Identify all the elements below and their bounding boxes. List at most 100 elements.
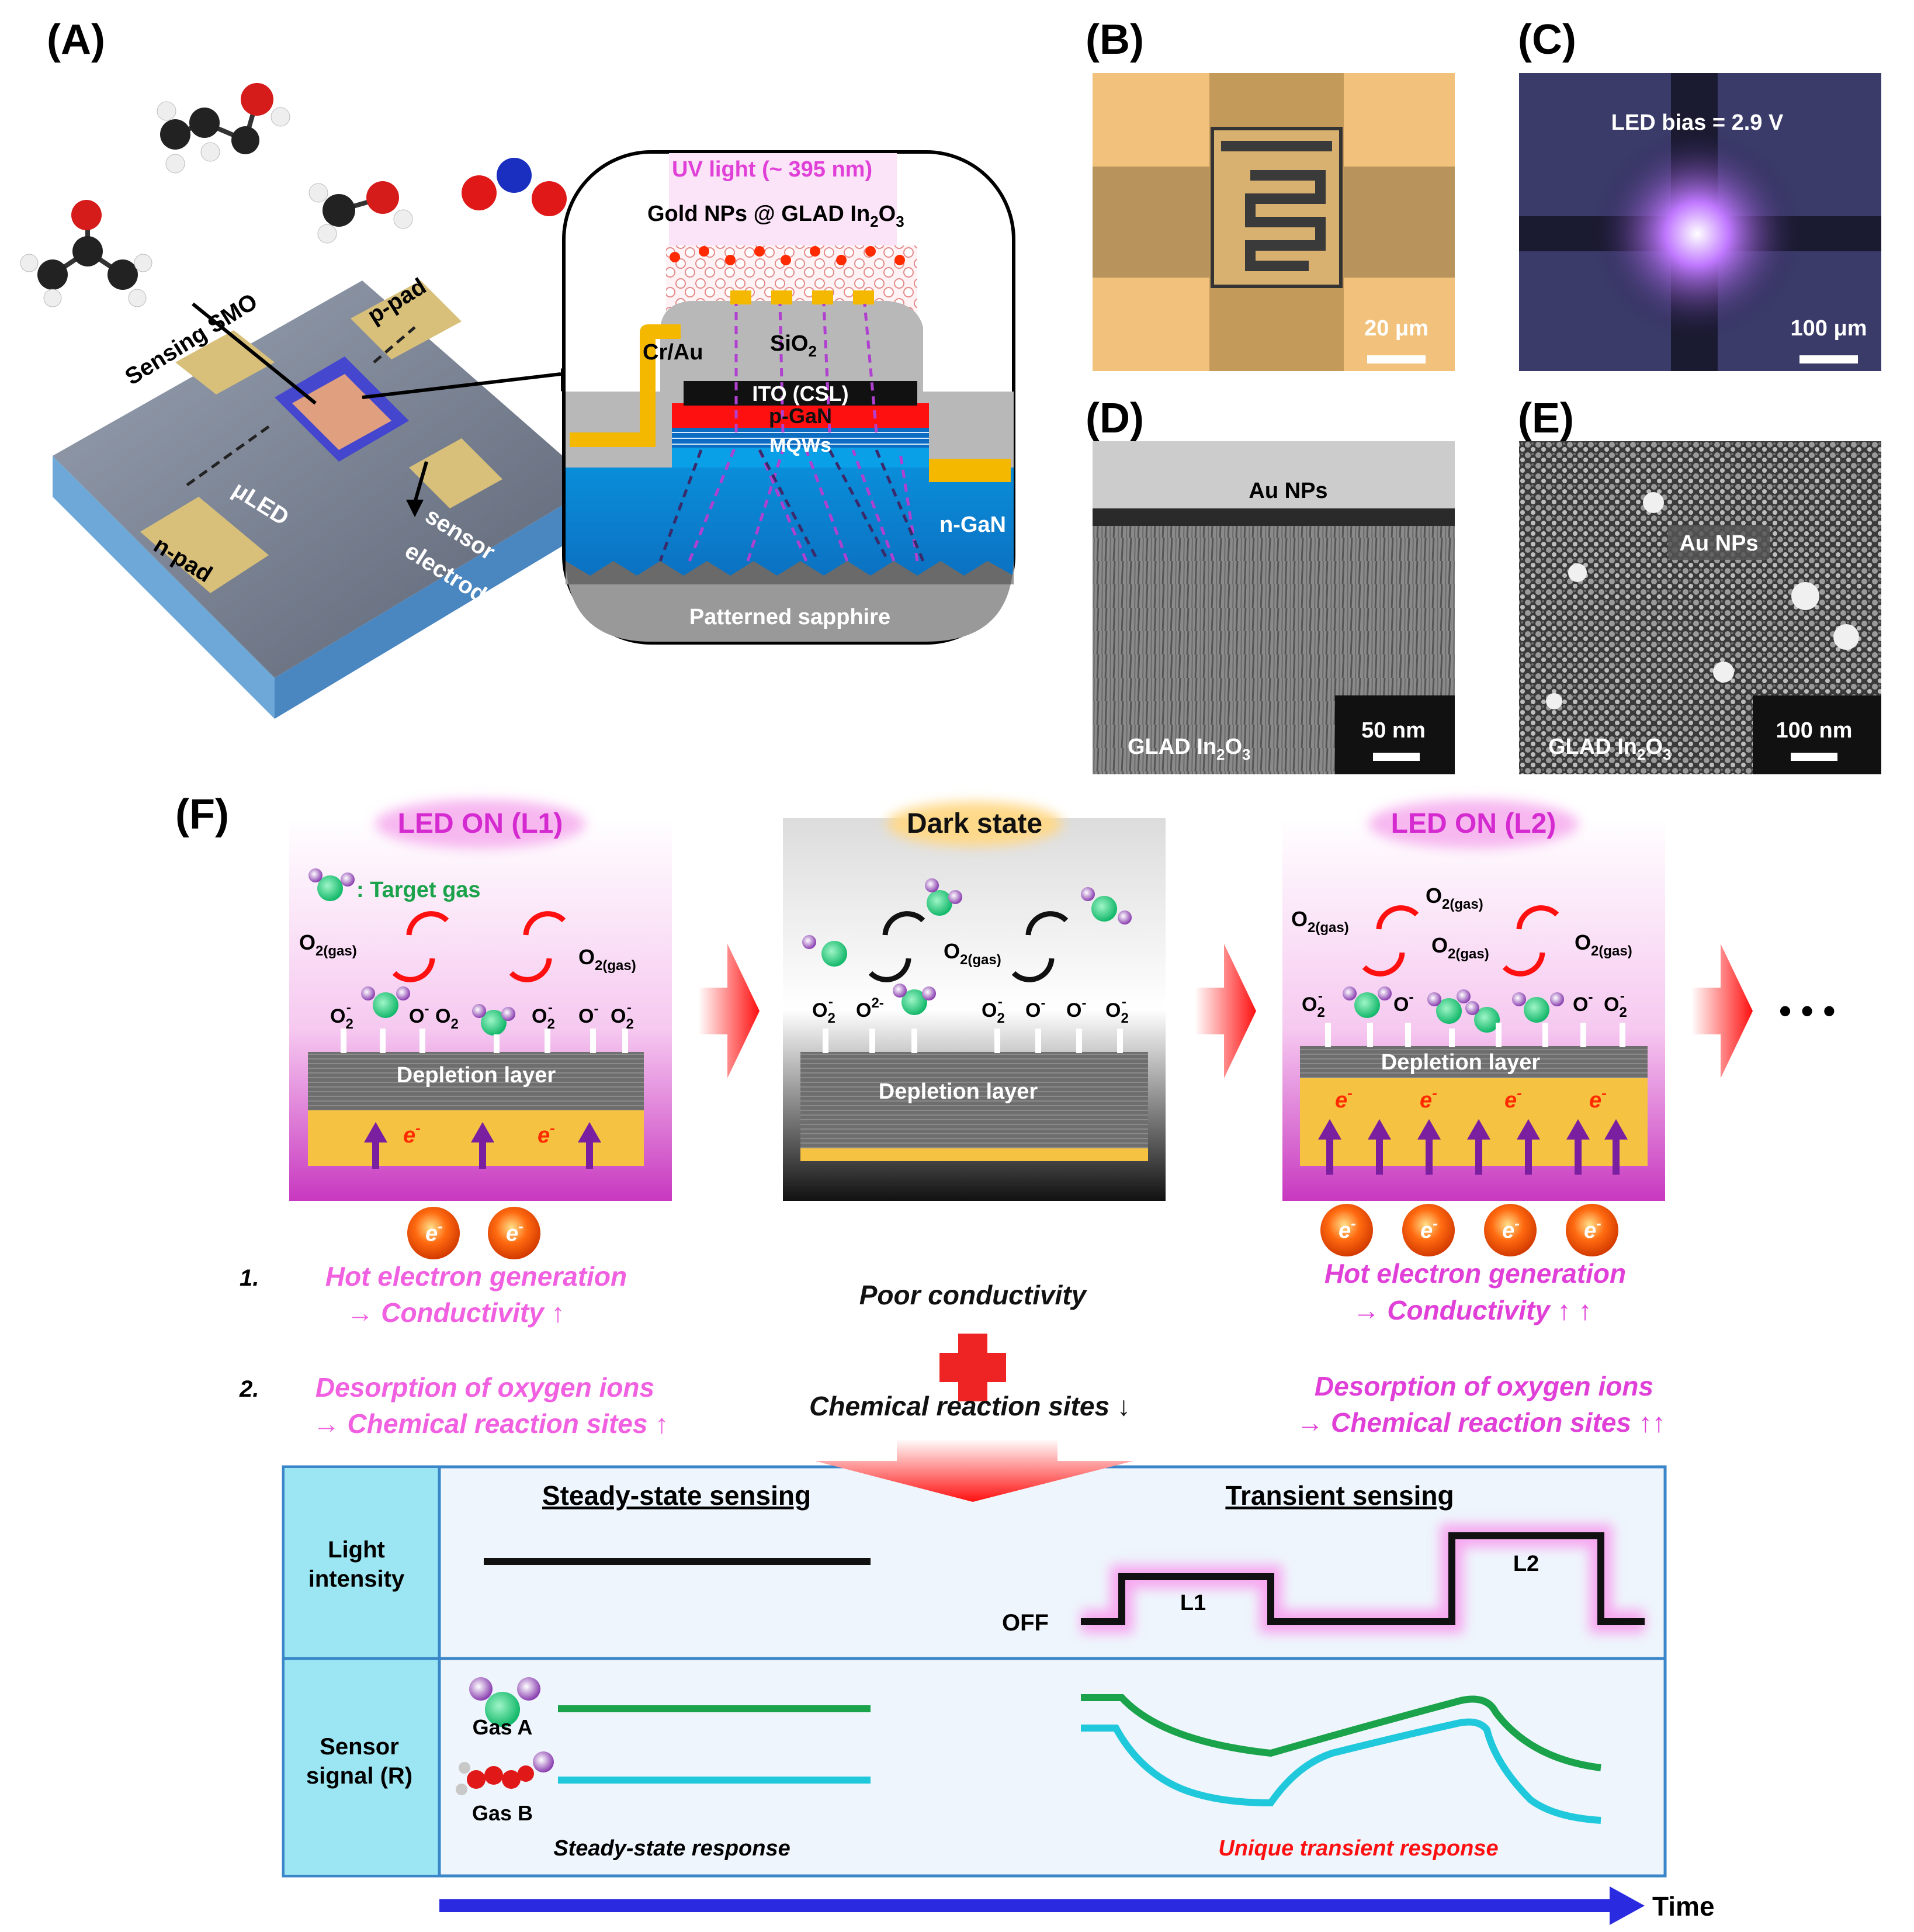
cycle-icons bbox=[392, 905, 1559, 982]
l2-text-2: → Conductivity ↑ ↑ bbox=[1353, 1295, 1592, 1325]
sio2-label: SiO2 bbox=[770, 331, 817, 360]
svg-text:O2-: O2- bbox=[330, 1000, 353, 1032]
time-axis bbox=[439, 1899, 1614, 1912]
led-cross-section bbox=[562, 150, 1015, 645]
svg-text:O2-: O2- bbox=[611, 1000, 634, 1032]
dark-text-2: Chemical reaction sites ↓ bbox=[809, 1391, 1131, 1421]
gas-b-icon bbox=[456, 1751, 554, 1795]
off-label: OFF bbox=[1002, 1610, 1049, 1636]
item-1-number: 1. bbox=[240, 1265, 259, 1291]
svg-text:O2: O2 bbox=[435, 1005, 459, 1032]
o2gas-label: O2(gas) bbox=[1575, 930, 1632, 959]
ellipsis: • • • bbox=[1779, 991, 1835, 1030]
uv-light-label: UV light (~ 395 nm) bbox=[672, 157, 872, 182]
hot-electron-labels: e- e- e- e- e- e- bbox=[425, 1214, 1601, 1246]
row-label-light-2: intensity bbox=[308, 1566, 405, 1592]
item-2-number: 2. bbox=[239, 1376, 259, 1402]
target-gas-molecule-icon bbox=[308, 868, 355, 901]
au-nps-label-e: Au NPs bbox=[1679, 531, 1758, 556]
panel-c-label: (C) bbox=[1518, 16, 1576, 63]
svg-text:e-: e- bbox=[1504, 1084, 1522, 1113]
ito-label: ITO (CSL) bbox=[752, 382, 848, 406]
optical-micrograph-b bbox=[1093, 73, 1455, 371]
time-label: Time bbox=[1652, 1891, 1715, 1921]
panel-e-label: (E) bbox=[1518, 395, 1574, 442]
molecule-icons bbox=[20, 83, 567, 307]
svg-text:e-: e- bbox=[538, 1119, 555, 1148]
svg-text:O2-: O2- bbox=[1604, 988, 1627, 1020]
hot-electron-icons bbox=[407, 1204, 1618, 1259]
led-chip-3d bbox=[53, 281, 596, 719]
l1-text-1: Hot electron generation bbox=[325, 1261, 627, 1292]
svg-text:e-: e- bbox=[1502, 1214, 1520, 1243]
gas-molecules bbox=[361, 878, 1564, 1036]
o2gas-label: O2(gas) bbox=[944, 939, 1001, 968]
svg-text:O-: O- bbox=[1025, 995, 1045, 1022]
l1-text-2: → Conductivity ↑ bbox=[346, 1297, 564, 1328]
svg-text:e-: e- bbox=[1420, 1084, 1437, 1113]
gas-a-icon bbox=[469, 1677, 540, 1727]
svg-text:O-: O- bbox=[578, 1001, 598, 1027]
target-gas-label: : Target gas bbox=[356, 878, 481, 902]
scale-bar-c: 100 μm bbox=[1791, 316, 1867, 341]
steady-state-heading: Steady-state sensing bbox=[542, 1480, 811, 1511]
l2-title: LED ON (L2) bbox=[1391, 808, 1556, 839]
l1-text-4: → Chemical reaction sites ↑ bbox=[313, 1408, 668, 1439]
l2-pulse-label: L2 bbox=[1513, 1552, 1539, 1576]
svg-text:e-: e- bbox=[1335, 1084, 1353, 1113]
svg-text:O2-: O2- bbox=[812, 994, 835, 1026]
led-bias-label: LED bias = 2.9 V bbox=[1611, 110, 1784, 135]
transient-heading: Transient sensing bbox=[1225, 1480, 1454, 1511]
svg-text:e-: e- bbox=[425, 1217, 443, 1246]
svg-text:e-: e- bbox=[1339, 1214, 1356, 1243]
right-arrow-icon bbox=[698, 944, 760, 1078]
right-arrow-icon bbox=[1195, 944, 1256, 1078]
transient-gas-a-trace bbox=[1081, 1694, 1601, 1771]
transient-light-trace bbox=[1081, 1532, 1645, 1625]
row-label-sensor-2: signal (R) bbox=[306, 1763, 412, 1789]
svg-text:O-: O- bbox=[1573, 989, 1593, 1016]
glad-label-d: GLAD In2O3 bbox=[1128, 735, 1250, 763]
l2-text-1: Hot electron generation bbox=[1324, 1258, 1626, 1289]
down-arrow-icon bbox=[815, 1439, 1133, 1502]
o2gas-label: O2(gas) bbox=[299, 930, 357, 959]
glad-label-e: GLAD In2O3 bbox=[1548, 735, 1671, 763]
svg-text:e-: e- bbox=[1584, 1214, 1601, 1243]
scale-bar-e: 100 nm bbox=[1776, 718, 1853, 743]
panel-b-label: (B) bbox=[1086, 16, 1144, 63]
o2gas-label: O2(gas) bbox=[578, 945, 636, 974]
dark-text-1: Poor conductivity bbox=[859, 1280, 1088, 1310]
transient-response-label: Unique transient response bbox=[1218, 1836, 1498, 1861]
time-arrowhead-icon bbox=[1610, 1886, 1645, 1925]
svg-text:O2-: O2- bbox=[1302, 988, 1325, 1020]
svg-text:O2-: O2- bbox=[1105, 994, 1129, 1026]
svg-text:e-: e- bbox=[1420, 1214, 1438, 1243]
panel-f-label: (F) bbox=[175, 791, 229, 838]
comparison-table bbox=[282, 1465, 1667, 1878]
dark-title: Dark state bbox=[907, 808, 1042, 839]
depletion-layer-label: Depletion layer bbox=[879, 1079, 1038, 1104]
panel-d-label: (D) bbox=[1086, 395, 1144, 442]
plus-icon bbox=[939, 1334, 1006, 1401]
led-emission-photo-c bbox=[1519, 73, 1881, 371]
svg-text:O-: O- bbox=[1066, 995, 1086, 1022]
l2-text-4: → Chemical reaction sites ↑↑ bbox=[1296, 1407, 1665, 1438]
cr-au-label: Cr/Au bbox=[643, 340, 703, 365]
svg-text:e-: e- bbox=[506, 1217, 523, 1246]
row-label-sensor-1: Sensor bbox=[320, 1734, 399, 1760]
l1-text-3: Desorption of oxygen ions bbox=[315, 1372, 654, 1403]
o2gas-label: O2(gas) bbox=[1426, 884, 1483, 912]
svg-text:e-: e- bbox=[403, 1119, 421, 1148]
svg-text:O2-: O2- bbox=[982, 994, 1005, 1026]
mqws-label: MQWs bbox=[769, 434, 831, 456]
svg-text:O2-: O2- bbox=[856, 995, 884, 1022]
svg-text:e-: e- bbox=[1589, 1084, 1607, 1113]
svg-text:O2-: O2- bbox=[532, 1000, 555, 1032]
panel-a-label: (A) bbox=[47, 16, 105, 63]
ngan-label: n-GaN bbox=[939, 513, 1006, 537]
pgan-label: p-GaN bbox=[769, 404, 832, 428]
o2gas-label: O2(gas) bbox=[1431, 933, 1489, 962]
sapphire-label: Patterned sapphire bbox=[689, 605, 890, 629]
depletion-layer-label: Depletion layer bbox=[1381, 1050, 1541, 1075]
steady-response-label: Steady-state response bbox=[553, 1836, 790, 1861]
